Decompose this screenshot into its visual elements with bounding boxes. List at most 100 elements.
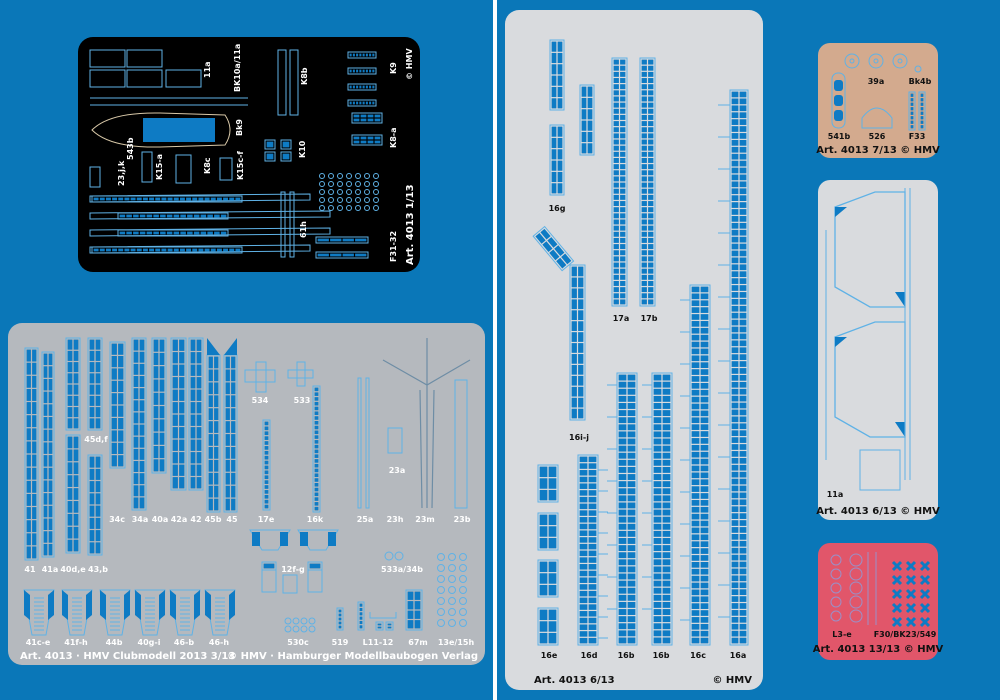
window-pane [627, 466, 636, 473]
window-pane [551, 137, 557, 149]
window-pane [352, 53, 355, 57]
window-pane [739, 375, 747, 381]
corner-plate [835, 207, 847, 217]
window-pane [731, 153, 739, 160]
rosette [459, 619, 467, 627]
window-pane [653, 616, 662, 623]
window-pane [73, 539, 79, 552]
window-pane [662, 523, 671, 530]
strip-frame [569, 264, 586, 421]
window-pane [139, 214, 146, 218]
label: 530c [287, 638, 309, 647]
window-pane [618, 630, 627, 637]
window-pane [179, 439, 185, 451]
window-pane [691, 396, 700, 403]
part-labels: 11a BK10a/11a K8b K9 © HMV Bk9 543b K10 … [20, 44, 944, 686]
window-pane [653, 417, 662, 424]
window-pane [26, 349, 31, 362]
window-pane [196, 452, 202, 464]
window-pane [700, 341, 709, 348]
window-pane [613, 250, 619, 256]
window-strip [357, 601, 365, 631]
window-pane [557, 137, 563, 149]
window-pane [179, 339, 185, 351]
window-pane [588, 537, 597, 543]
window-pane [139, 400, 145, 412]
tapered-strip [89, 227, 331, 237]
window-pane [578, 397, 584, 408]
sheet-6-light [505, 10, 763, 690]
window-pane [160, 231, 166, 235]
window-pane [653, 431, 662, 438]
window-pane [620, 176, 626, 182]
window-pane [653, 488, 662, 495]
window-pane [739, 603, 747, 609]
window-pane [620, 96, 626, 102]
sheet-1-black [78, 37, 420, 272]
window-pane [73, 488, 79, 500]
window-pane [739, 547, 747, 554]
window-pane [111, 455, 117, 467]
window-strip [91, 195, 243, 203]
ring [830, 554, 842, 566]
ring [830, 568, 842, 580]
window-pane [208, 447, 213, 459]
corner-plate [895, 292, 905, 307]
window-pane [43, 442, 48, 454]
window-pane [133, 448, 139, 460]
window-pane [662, 516, 671, 523]
window-pane [187, 231, 193, 235]
window-pane [620, 84, 626, 90]
cross-fitting [919, 602, 931, 614]
window-pane [196, 477, 202, 489]
window-pane [613, 59, 619, 65]
cross-fitting [905, 602, 917, 614]
sheet-13-pink [818, 543, 938, 660]
window-pane [264, 494, 269, 499]
window-pane [67, 488, 73, 500]
strip-frame [357, 601, 365, 631]
window-pane [67, 462, 73, 475]
label: 34c [109, 515, 125, 524]
stair-panel [328, 532, 336, 546]
window-pane [225, 395, 230, 408]
window-pane [67, 350, 73, 361]
window-pane [641, 213, 647, 219]
window-pane [142, 248, 148, 252]
window-pane [314, 440, 319, 444]
window-pane [691, 527, 700, 534]
window-pane [910, 111, 914, 115]
window-pane [139, 436, 145, 448]
window-pane [691, 513, 700, 520]
ring [292, 625, 300, 633]
window-pane [700, 555, 709, 561]
window-pane [700, 300, 709, 307]
label: BK10a/11a [233, 44, 242, 92]
window-pane [95, 395, 101, 406]
window-pane [627, 609, 636, 615]
window-pane [731, 423, 739, 430]
window-pane [627, 381, 636, 388]
label: 23b [454, 515, 471, 524]
window-pane [32, 388, 37, 401]
window-pane [579, 577, 588, 583]
window-pane [216, 197, 222, 201]
window-pane [648, 244, 654, 250]
window-pane [26, 362, 31, 375]
label: K8-a [389, 128, 398, 148]
window-pane [731, 126, 739, 132]
ring [355, 173, 361, 179]
window-pane [214, 434, 219, 446]
window-pane [691, 286, 700, 293]
sheet-13-footer: Art. 4013 13/13 © HMV [813, 644, 944, 655]
rosette [437, 619, 445, 627]
window-pane [200, 231, 207, 235]
window-pane [111, 405, 117, 417]
window-pane [190, 439, 196, 451]
window-pane [89, 350, 95, 361]
window-pane [739, 333, 747, 340]
strip-frame [611, 57, 628, 307]
window-pane [579, 496, 588, 503]
window-pane [653, 474, 662, 480]
window-pane [557, 149, 563, 160]
